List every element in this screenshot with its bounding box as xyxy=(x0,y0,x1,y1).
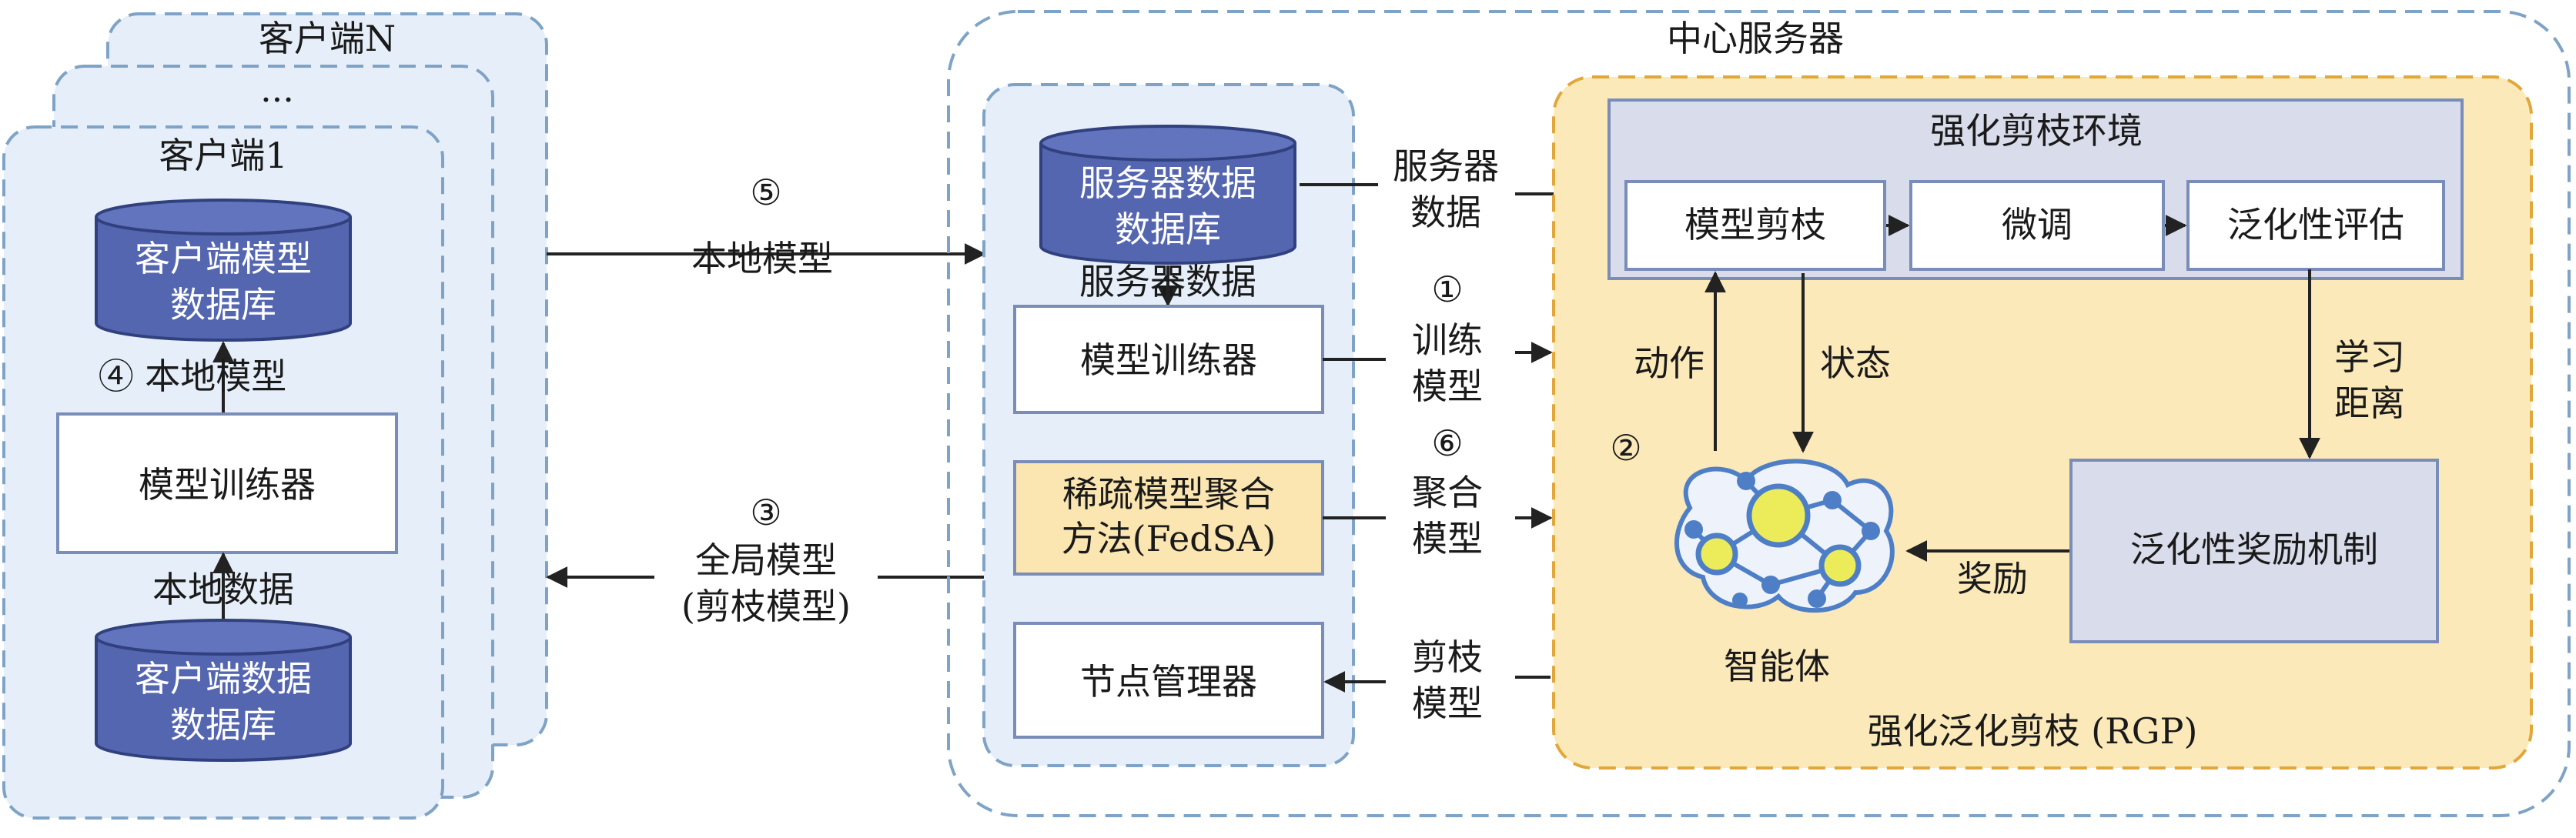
train-step-number: ① xyxy=(1431,269,1463,310)
server-trainer-label: 模型训练器 xyxy=(1080,339,1257,381)
upload-label: 本地模型 xyxy=(691,238,833,279)
reward-label: 奖励 xyxy=(1957,558,2028,599)
client-model-db-line2: 数据库 xyxy=(170,284,276,326)
rgp-title: 强化泛化剪枝 (RGP) xyxy=(1868,710,2198,752)
client-ellipsis: ... xyxy=(260,68,294,110)
client-data-db-line2: 数据库 xyxy=(170,704,276,746)
aggregate-label-line2: 模型 xyxy=(1412,518,1483,559)
client-trainer-label: 模型训练器 xyxy=(139,464,316,506)
server-db-line1: 服务器数据 xyxy=(1079,162,1256,204)
pruned-label-line2: 模型 xyxy=(1412,683,1483,724)
fedsa-label-line1: 稀疏模型聚合 xyxy=(1062,473,1275,515)
finetune-box xyxy=(1909,180,2165,271)
finetune-label: 微调 xyxy=(2002,204,2073,245)
server-db-line2: 数据库 xyxy=(1115,209,1221,250)
node-manager-label: 节点管理器 xyxy=(1080,661,1257,703)
aggregate-step-number: ⑥ xyxy=(1431,422,1463,464)
client-data-db: 客户端数据 数据库 xyxy=(95,619,352,762)
client-local-model-label: ④ 本地模型 xyxy=(99,356,287,397)
fedsa-box xyxy=(1013,460,1324,576)
client-model-db-line1: 客户端模型 xyxy=(135,238,312,279)
reward-mechanism-label: 泛化性奖励机制 xyxy=(2130,529,2378,570)
fedsa-label-line2: 方法(FedSA) xyxy=(1062,518,1276,559)
generalization-eval-box xyxy=(2186,180,2445,271)
rl-env-title: 强化剪枝环境 xyxy=(1930,110,2143,152)
learn-distance-line1: 学习 xyxy=(2334,336,2405,378)
pruned-label-line1: 剪枝 xyxy=(1412,636,1483,678)
server-db: 服务器数据 数据库 xyxy=(1039,125,1296,265)
node-manager-box xyxy=(1013,622,1324,739)
agent-label: 智能体 xyxy=(1724,646,1830,687)
server-title: 中心服务器 xyxy=(1667,18,1844,59)
client-model-db: 客户端模型 数据库 xyxy=(95,199,352,342)
client-n-title: 客户端N xyxy=(259,18,396,59)
train-label-line1: 训练 xyxy=(1412,319,1483,361)
model-prune-box xyxy=(1624,180,1886,271)
aggregate-label-line1: 聚合 xyxy=(1412,472,1483,513)
model-prune-label: 模型剪枝 xyxy=(1684,204,1826,245)
server-data-link-line1: 服务器 xyxy=(1393,145,1499,187)
server-trainer-box xyxy=(1013,305,1324,414)
server-data-label: 服务器数据 xyxy=(1079,261,1256,302)
reward-mechanism-box xyxy=(2069,459,2439,643)
server-outer-panel xyxy=(947,10,2571,817)
generalization-eval-label: 泛化性评估 xyxy=(2227,204,2404,245)
action-label: 动作 xyxy=(1634,342,1705,384)
client-local-data-label: 本地数据 xyxy=(152,569,294,610)
agent-network-icon xyxy=(1674,459,1895,613)
rl-step-number: ② xyxy=(1610,427,1641,469)
client-1-title: 客户端1 xyxy=(159,135,287,176)
client-data-db-line1: 客户端数据 xyxy=(135,658,312,699)
learn-distance-line2: 距离 xyxy=(2334,382,2405,424)
upload-step-number: ⑤ xyxy=(750,172,781,213)
download-label-line2: (剪枝模型) xyxy=(681,586,851,627)
download-label-line1: 全局模型 xyxy=(695,539,837,581)
download-step-number: ③ xyxy=(750,492,781,533)
server-data-link-line2: 数据 xyxy=(1410,192,1481,233)
state-label: 状态 xyxy=(1820,342,1891,384)
train-label-line2: 模型 xyxy=(1412,366,1483,407)
